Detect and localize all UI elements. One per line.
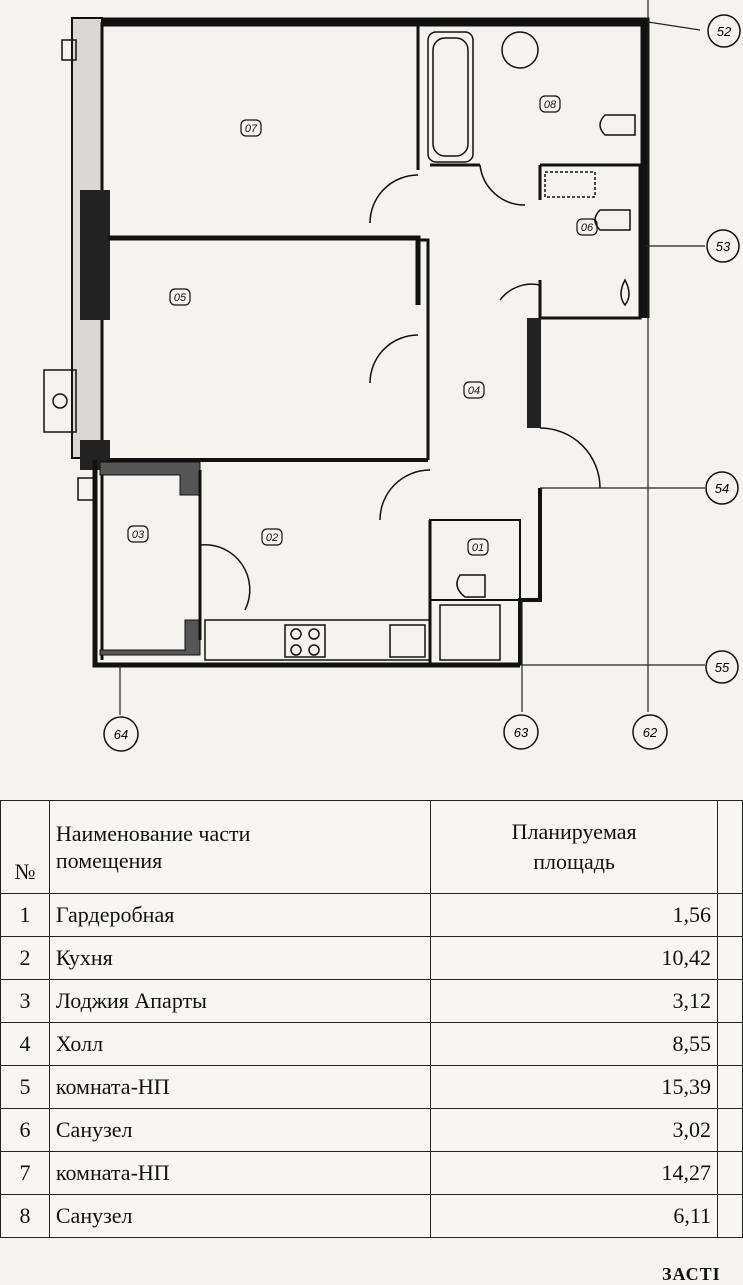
row-area: 10,42 xyxy=(430,936,719,980)
axis-marker-54: 54 xyxy=(705,471,739,505)
row-area: 1,56 xyxy=(430,893,719,937)
room-tag-03: 03 xyxy=(132,529,145,541)
toilet xyxy=(599,114,636,136)
row-name: Санузел xyxy=(48,1194,432,1238)
row-name: Лоджия Апарты xyxy=(48,979,432,1023)
row-extra xyxy=(717,1065,743,1109)
axis-marker-63: 63 xyxy=(503,714,539,750)
sink xyxy=(501,31,539,69)
svg-text:62: 62 xyxy=(643,725,658,740)
row-extra xyxy=(717,1022,743,1066)
svg-text:55: 55 xyxy=(715,660,730,675)
row-name: комната-НП xyxy=(48,1065,432,1109)
table-row: 3 Лоджия Апарты 3,12 xyxy=(0,979,743,1023)
row-extra xyxy=(717,979,743,1023)
header-area: Планируемая площадь xyxy=(430,800,719,894)
room-tag-06: 06 xyxy=(581,222,594,234)
footer-partial-text: ЗАСТІ xyxy=(662,1264,721,1284)
row-name: Холл xyxy=(48,1022,432,1066)
table-row: 2 Кухня 10,42 xyxy=(0,936,743,980)
room-tag-02: 02 xyxy=(266,532,278,544)
row-extra xyxy=(717,1194,743,1238)
table-row: 8 Санузел 6,11 xyxy=(0,1194,743,1238)
row-extra xyxy=(717,936,743,980)
svg-text:63: 63 xyxy=(514,725,529,740)
bathtub xyxy=(427,31,474,163)
ac-unit xyxy=(43,369,77,433)
row-name: Санузел xyxy=(48,1108,432,1152)
row-extra xyxy=(717,893,743,937)
kitchen-counter xyxy=(204,619,431,661)
header-area-line1: Планируемая xyxy=(511,819,637,845)
row-area: 8,55 xyxy=(430,1022,719,1066)
row-name: Кухня xyxy=(48,936,432,980)
row-number: 8 xyxy=(0,1194,50,1238)
row-number: 5 xyxy=(0,1065,50,1109)
room-tag-01: 01 xyxy=(472,542,484,554)
header-name-line2: помещения xyxy=(55,848,163,873)
row-area: 6,11 xyxy=(430,1194,719,1238)
room-tag-07: 07 xyxy=(245,123,258,135)
svg-text:64: 64 xyxy=(114,727,128,742)
axis-marker-52: 52 xyxy=(707,14,741,48)
room-tags: 07 08 06 05 04 03 02 01 xyxy=(127,95,598,556)
floor-plan: 52 53 54 55 62 63 64 07 08 06 05 04 03 xyxy=(43,0,741,752)
rooms-area-table: № Наименование части помещения Планируем… xyxy=(0,800,743,1238)
table-header-row: № Наименование части помещения Планируем… xyxy=(0,800,743,894)
svg-text:54: 54 xyxy=(715,481,729,496)
table-row: 5 комната-НП 15,39 xyxy=(0,1065,743,1109)
table-row: 6 Санузел 3,02 xyxy=(0,1108,743,1152)
room-tag-04: 04 xyxy=(468,385,480,397)
doors xyxy=(199,164,601,611)
axis-marker-62: 62 xyxy=(632,714,668,750)
fixtures xyxy=(43,31,636,661)
row-area: 15,39 xyxy=(430,1065,719,1109)
row-extra xyxy=(717,1151,743,1195)
row-name: комната-НП xyxy=(48,1151,432,1195)
row-area: 14,27 xyxy=(430,1151,719,1195)
svg-text:52: 52 xyxy=(717,24,732,39)
row-number: 1 xyxy=(0,893,50,937)
header-name-line1: Наименование части xyxy=(55,820,251,846)
row-number: 6 xyxy=(0,1108,50,1152)
stove xyxy=(284,624,326,658)
svg-text:53: 53 xyxy=(716,239,731,254)
row-number: 7 xyxy=(0,1151,50,1195)
axis-marker-55: 55 xyxy=(705,650,739,684)
header-number: № xyxy=(0,800,50,894)
room-tag-05: 05 xyxy=(174,292,187,304)
row-name: Гардеробная xyxy=(48,893,432,937)
table-row: 7 комната-НП 14,27 xyxy=(0,1151,743,1195)
row-number: 4 xyxy=(0,1022,50,1066)
room-tag-08: 08 xyxy=(544,99,557,111)
header-area-line2: площадь xyxy=(533,849,615,874)
row-number: 3 xyxy=(0,979,50,1023)
row-area: 3,12 xyxy=(430,979,719,1023)
header-name: Наименование части помещения xyxy=(48,800,432,894)
row-area: 3,02 xyxy=(430,1108,719,1152)
axis-marker-53: 53 xyxy=(706,229,740,263)
table-row: 4 Холл 8,55 xyxy=(0,1022,743,1066)
walls xyxy=(71,17,650,668)
row-number: 2 xyxy=(0,936,50,980)
row-extra xyxy=(717,1108,743,1152)
header-extra xyxy=(717,800,743,894)
axis-marker-64: 64 xyxy=(103,716,139,752)
axis-lines xyxy=(119,0,705,715)
table-row: 1 Гардеробная 1,56 xyxy=(0,893,743,937)
